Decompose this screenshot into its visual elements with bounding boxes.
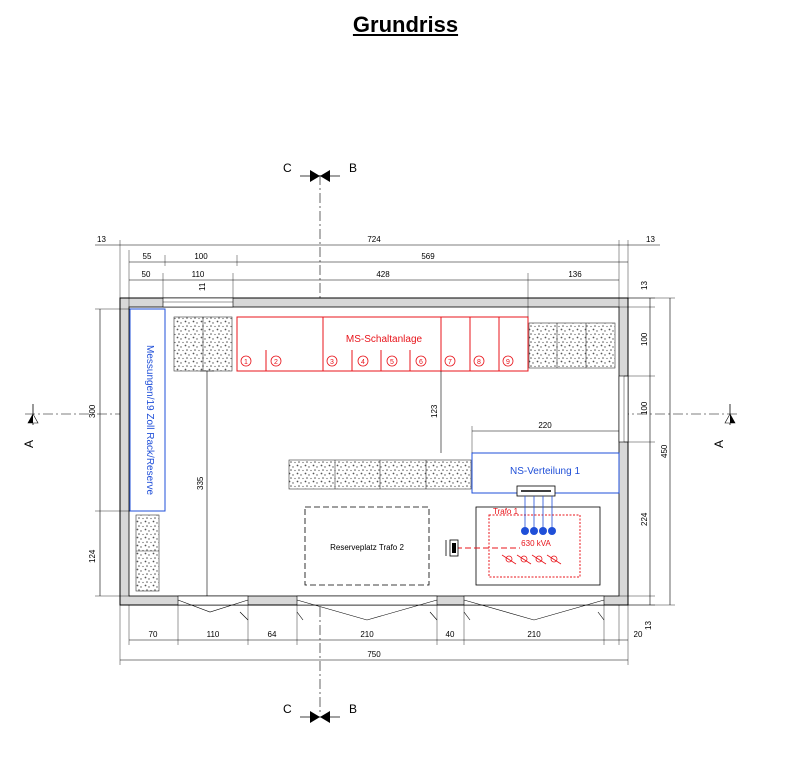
cable-cellars [135, 316, 616, 592]
ms-field-number: 2 [274, 359, 278, 366]
dim-right-top: 13 [640, 281, 649, 290]
dim-bottom-3: 64 [268, 630, 277, 639]
dim-right-a: 100 [640, 332, 649, 346]
section-marker-top: C B [283, 161, 357, 182]
dim-top-r1-a: 55 [143, 252, 152, 261]
dim-bottom-overall: 750 [367, 650, 381, 659]
measurement-rack-label: Messungen/19 Zoll Rack/Reserve [144, 345, 155, 496]
dim-top-r1-b: 100 [194, 252, 208, 261]
dim-right-b: 100 [640, 401, 649, 415]
dim-top-r2-a: 50 [142, 270, 151, 279]
ms-field-number: 7 [448, 359, 452, 366]
dim-internal-ms-gap: 123 [430, 404, 439, 418]
dim-top-left-outer: 13 [97, 235, 106, 244]
transformer-1: Trafo 1 630 kVA [445, 496, 601, 586]
dim-top-right-outer: 13 [646, 235, 655, 244]
dim-bottom-7: 20 [634, 630, 643, 639]
dim-bottom-4: 210 [360, 630, 374, 639]
dim-top-r1-c: 569 [421, 252, 435, 261]
dim-left-top: 300 [88, 404, 97, 418]
ms-field-marker [326, 355, 338, 367]
reserve-transformer: Reserveplatz Trafo 2 [304, 506, 430, 586]
ms-field-number: 1 [244, 359, 248, 366]
ms-field-marker [386, 355, 398, 367]
section-label-b-top: B [349, 161, 357, 175]
ms-field-number: 6 [419, 359, 423, 366]
ms-field-number: 3 [330, 359, 334, 366]
section-label-c-bottom: C [283, 702, 292, 716]
dim-bottom-side: 13 [644, 621, 653, 630]
dim-right-overall: 450 [660, 444, 669, 458]
section-marker-bottom: C B [283, 702, 357, 723]
dim-internal-height: 335 [196, 476, 205, 490]
dim-internal-ns-width: 220 [538, 421, 552, 430]
doors [177, 595, 605, 621]
dim-bottom-5: 40 [446, 630, 455, 639]
ms-field-marker [444, 355, 456, 367]
dim-top-r2-d: 136 [568, 270, 582, 279]
dim-top-overall: 724 [367, 235, 381, 244]
dim-right-c: 224 [640, 512, 649, 526]
ms-field-marker [473, 355, 485, 367]
ns-distribution: NS-Verteilung 1 [471, 452, 620, 497]
transformer-rating: 630 kVA [521, 539, 551, 548]
dim-top-r2-c: 428 [376, 270, 390, 279]
ms-switchgear-label: MS-Schaltanlage [346, 334, 423, 345]
section-marker-left: A [22, 404, 39, 448]
dimensions-right: 13 100 100 224 450 [619, 281, 675, 606]
section-label-a-right: A [712, 440, 726, 448]
section-marker-right: A [712, 404, 736, 448]
transformer-1-label: Trafo 1 [493, 507, 519, 516]
page-title: Grundriss [352, 12, 459, 37]
ns-distribution-label: NS-Verteilung 1 [510, 466, 580, 477]
dim-top-gap: 11 [198, 282, 207, 291]
dim-top-r2-b: 110 [192, 270, 205, 279]
section-label-a-left: A [22, 440, 36, 448]
ms-field-marker [415, 355, 427, 367]
ms-field-marker [502, 355, 514, 367]
ms-field-marker [357, 355, 369, 367]
ms-field-number: 9 [506, 359, 510, 366]
ms-field-number: 8 [477, 359, 481, 366]
measurement-rack [129, 308, 166, 512]
dim-bottom-6: 210 [527, 630, 541, 639]
dimensions-internal: 335 123 220 [196, 370, 619, 596]
ms-field-number: 4 [361, 359, 365, 366]
dim-bottom-2: 110 [207, 630, 220, 639]
dimensions-left: 300 124 [88, 308, 130, 597]
ms-field-number: 5 [390, 359, 394, 366]
dim-left-bottom: 124 [88, 549, 97, 563]
section-label-c-top: C [283, 161, 292, 175]
dimensions-top: 13 724 13 55 100 569 50 110 428 136 11 [95, 235, 660, 317]
ms-switchgear: MS-Schaltanlage [236, 316, 529, 372]
reserve-transformer-label: Reserveplatz Trafo 2 [330, 543, 404, 552]
dimensions-bottom: 70 110 64 210 40 210 20 13 750 [119, 605, 653, 665]
ms-field-marker [240, 355, 252, 367]
ms-fields: 1 2 3 4 5 6 7 8 9 [240, 355, 514, 367]
section-label-b-bottom: B [349, 702, 357, 716]
ms-field-marker [270, 355, 282, 367]
dim-bottom-1: 70 [149, 630, 158, 639]
